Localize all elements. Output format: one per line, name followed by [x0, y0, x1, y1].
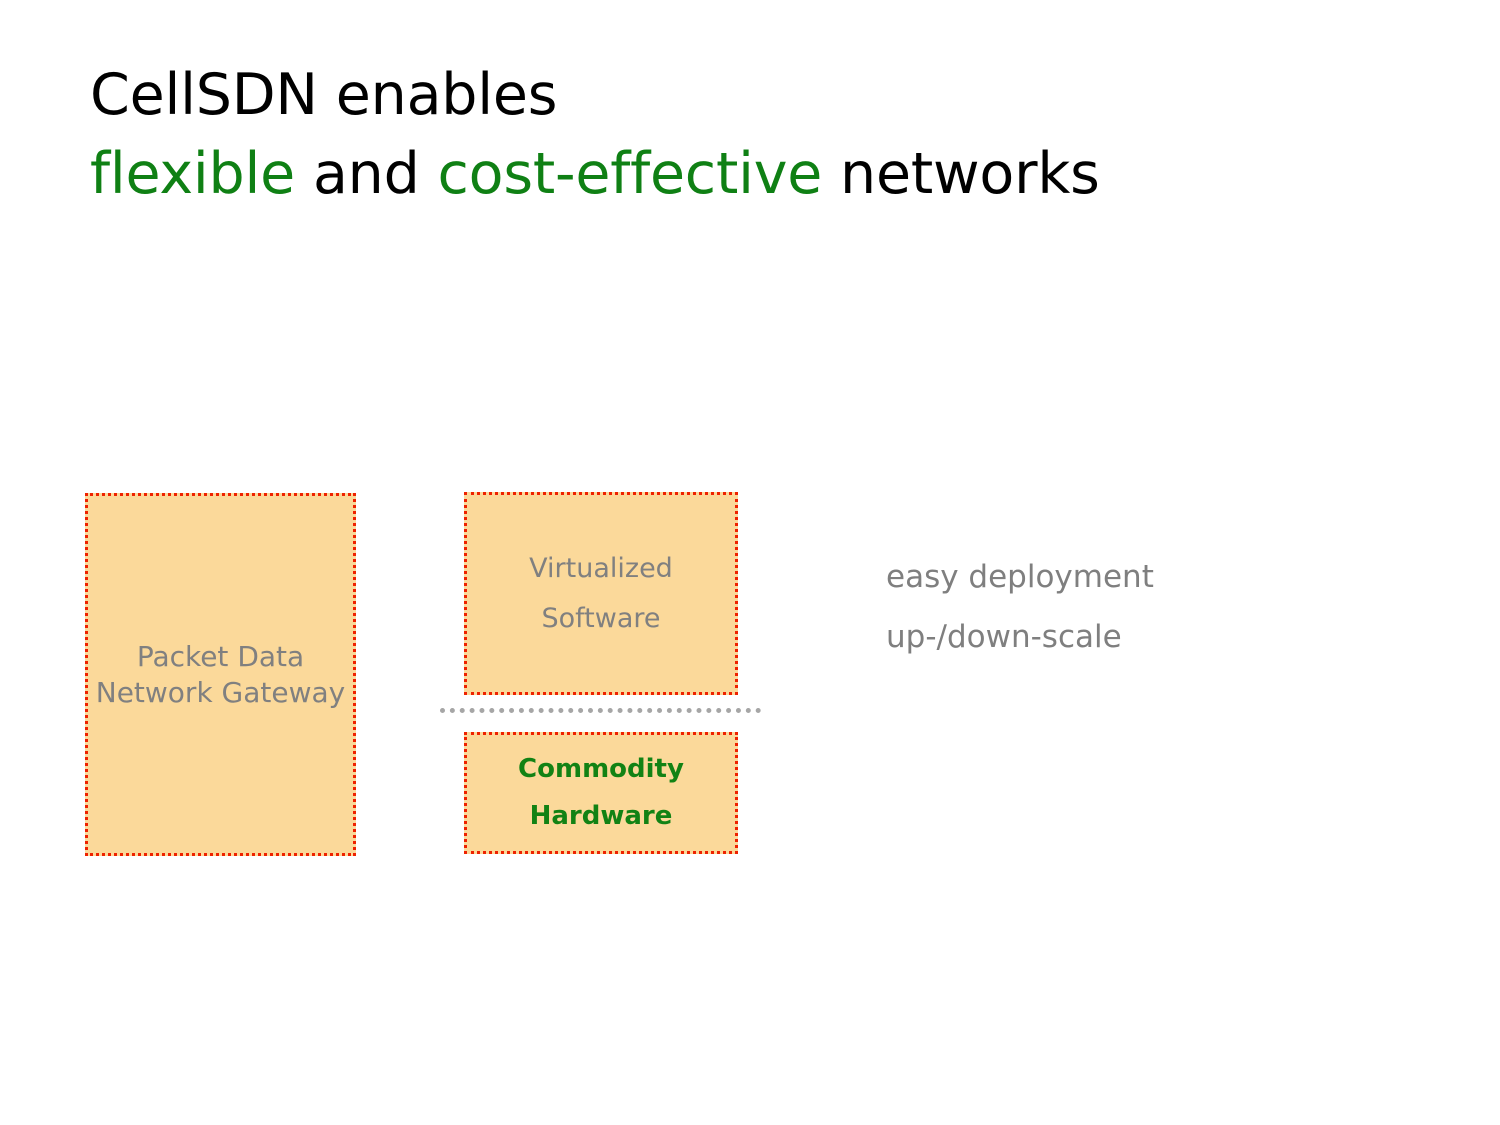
title-line-2-tail: networks — [822, 141, 1100, 207]
virtualized-software-label-line-1: Virtualized — [529, 552, 673, 584]
commodity-hardware-box[interactable]: Commodity Hardware — [464, 732, 738, 854]
benefit-notes: easy deployment up-/down-scale — [886, 547, 1366, 667]
commodity-hardware-label-line-1: Commodity — [518, 754, 684, 784]
pdn-gateway-label-line-1: Packet Data — [136, 639, 305, 673]
virtualized-software-label-line-2: Software — [541, 602, 661, 634]
software-hardware-divider — [440, 708, 761, 713]
title-conjunction: and — [295, 141, 438, 207]
title-line-1: CellSDN enables — [90, 56, 1410, 135]
benefit-note-up-down-scale: up-/down-scale — [886, 619, 1122, 655]
packet-data-network-gateway-box[interactable]: Packet Data Network Gateway — [85, 493, 356, 856]
pdn-gateway-label-line-2: Network Gateway — [95, 675, 346, 709]
page-title: CellSDN enables flexible and cost-effect… — [90, 56, 1410, 214]
title-keyword-flexible: flexible — [90, 141, 296, 207]
commodity-hardware-label-line-2: Hardware — [529, 801, 673, 831]
title-keyword-cost-effective: cost-effective — [437, 141, 823, 207]
virtualized-software-box[interactable]: Virtualized Software — [464, 492, 738, 695]
title-line-2: flexible and cost-effective networks — [90, 135, 1410, 214]
title-line-1-text: CellSDN enables — [90, 62, 558, 128]
benefit-note-easy-deployment: easy deployment — [886, 559, 1154, 595]
